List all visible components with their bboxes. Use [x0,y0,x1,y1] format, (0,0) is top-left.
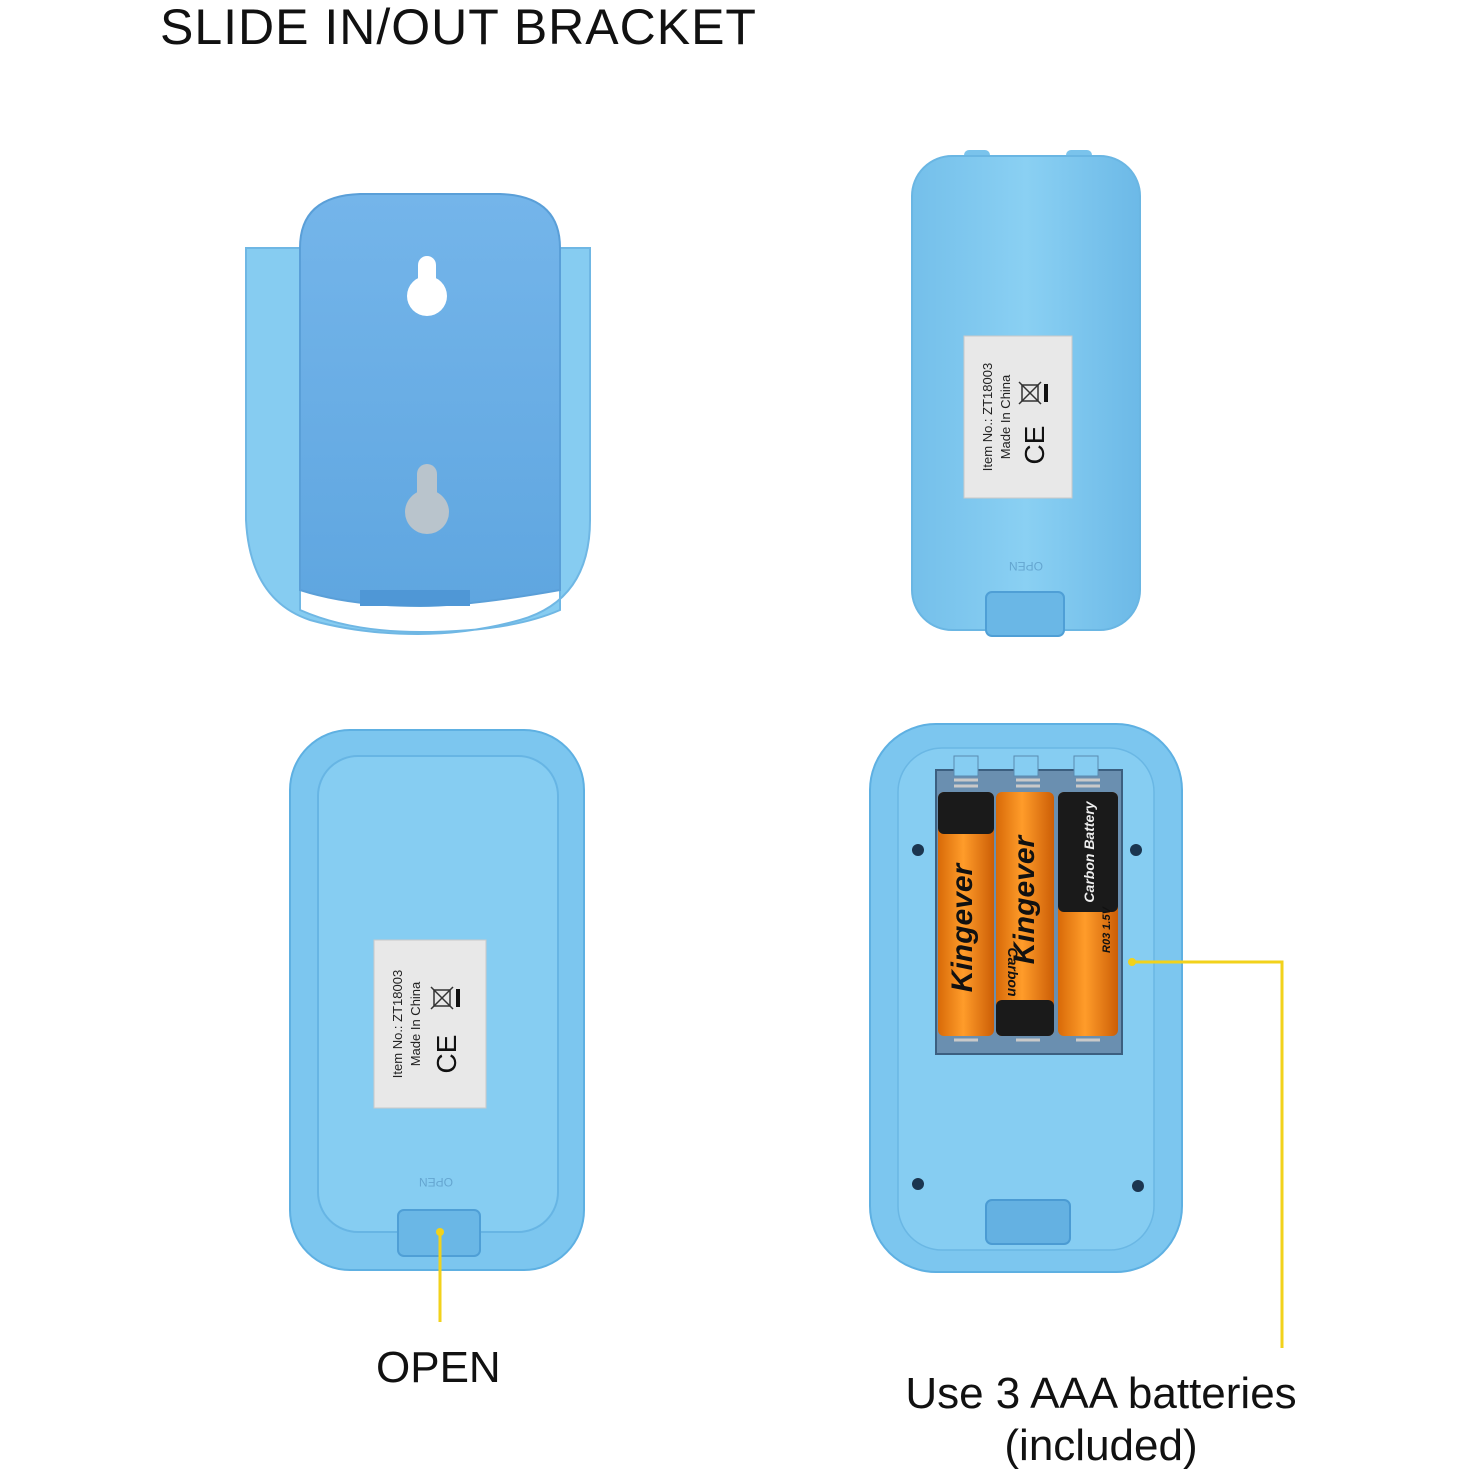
battery-chemistry-label: Carbon Battery [1081,800,1097,902]
keyhole-bottom [405,464,449,534]
batteries-callout-line1: Use 3 AAA batteries [905,1369,1297,1418]
cover-open-text: OPEN [419,1175,453,1189]
page-title: SLIDE IN/OUT BRACKET [160,0,757,55]
bracket-back-plate [299,193,561,608]
device-back-top: Item No.: ZT18003 Made In China CE OPEN [911,150,1141,637]
cover-open-text: OPEN [1009,559,1043,573]
aaa-battery: Kingever Carbon [996,792,1054,1036]
batteries-callout-label: Use 3 AAA batteries (included) [886,1368,1316,1472]
keyhole-top [407,256,447,316]
label-made-in: Made In China [998,374,1013,459]
device-battery-compartment: Kingever Kingever Carbon Carbon Battery … [869,723,1284,1348]
screw-hole [1130,844,1142,856]
open-callout-label: OPEN [376,1343,501,1392]
batteries-callout-line2: (included) [1004,1420,1198,1470]
product-label [373,939,487,1109]
weee-bin-icon [430,986,460,1010]
screw-hole [912,1178,924,1190]
screw-hole [912,844,924,856]
product-label [963,335,1073,499]
weee-bin-icon [1018,381,1048,405]
battery-springs [954,778,1100,1042]
aaa-battery: Kingever [938,792,994,1036]
device-back-bottom: Item No.: ZT18003 Made In China CE OPEN [289,729,585,1322]
screw-hole [1132,1180,1144,1192]
battery-chemistry: Carbon [1005,948,1021,997]
aaa-battery: Carbon Battery R03 1.5V [1058,792,1118,1036]
battery-rating: R03 1.5V [1101,905,1113,953]
label-made-in: Made In China [408,981,423,1066]
ce-mark: CE [1019,426,1050,465]
battery-brand: Kingever [946,861,979,992]
ce-mark: CE [431,1035,462,1074]
wall-bracket [245,193,591,636]
bracket-outer-shell [245,247,591,636]
bracket-floor [360,590,470,606]
battery-brand: Kingever [1008,833,1041,964]
label-item-no: Item No.: ZT18003 [390,970,405,1078]
batteries-callout-line [1132,960,1284,1348]
label-item-no: Item No.: ZT18003 [980,363,995,471]
